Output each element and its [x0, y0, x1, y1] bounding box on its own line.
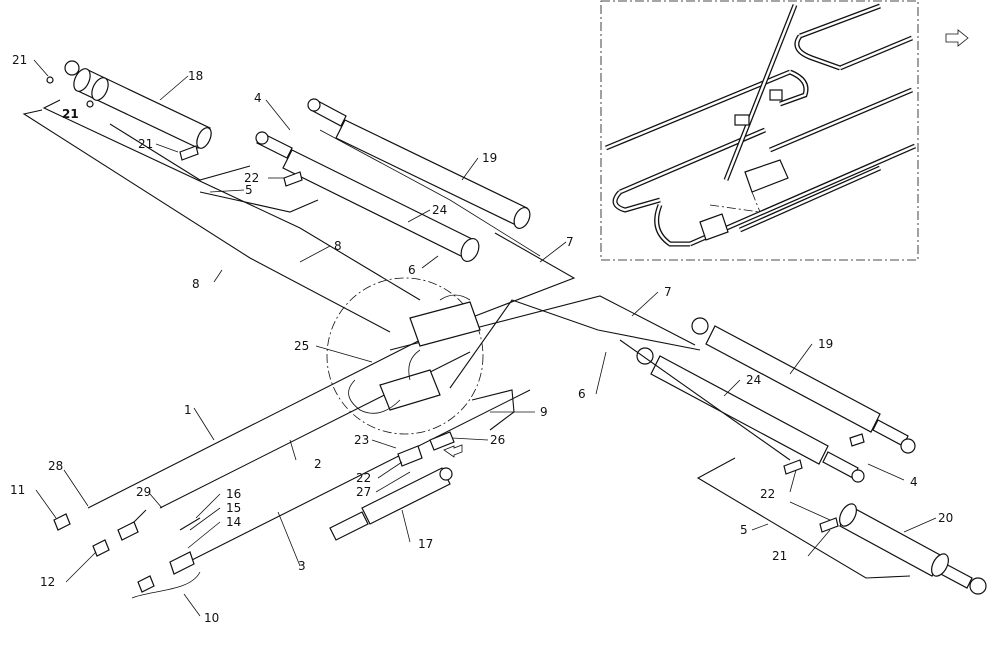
label-27: 27 [356, 485, 371, 499]
label-19: 19 [818, 337, 833, 351]
label-15: 15 [226, 501, 241, 515]
label-29: 29 [136, 485, 151, 499]
central-valve [348, 294, 481, 414]
label-6: 6 [578, 387, 586, 401]
label-18: 18 [188, 69, 203, 83]
label-8: 8 [334, 239, 342, 253]
label-7: 7 [664, 285, 672, 299]
label-4: 4 [254, 91, 262, 105]
label-5: 5 [245, 183, 253, 197]
part-labels: 21 21 18 4 21 22 5 19 24 7 8 6 8 25 1 9 … [10, 53, 953, 625]
label-21: 21 [62, 107, 79, 121]
detail-inset [600, 0, 919, 261]
label-25: 25 [294, 339, 309, 353]
label-5: 5 [740, 523, 748, 537]
label-9: 9 [540, 405, 548, 419]
cylinder-24-top [255, 131, 480, 262]
label-3: 3 [298, 559, 306, 573]
cylinder-18 [64, 60, 212, 149]
label-28: 28 [48, 459, 63, 473]
label-21: 21 [12, 53, 27, 67]
label-26: 26 [490, 433, 505, 447]
label-14: 14 [226, 515, 241, 529]
label-12: 12 [40, 575, 55, 589]
leader-lines [33, 59, 937, 617]
label-6: 6 [408, 263, 416, 277]
label-1: 1 [184, 403, 192, 417]
cylinder-19-top [307, 98, 531, 229]
label-21: 21 [772, 549, 787, 563]
label-22: 22 [356, 471, 371, 485]
cylinder-20 [839, 503, 987, 595]
label-20: 20 [938, 511, 953, 525]
label-17: 17 [418, 537, 433, 551]
cylinder-17 [329, 467, 453, 541]
label-19: 19 [482, 151, 497, 165]
label-4: 4 [910, 475, 918, 489]
arrow-icon [945, 29, 969, 47]
label-22: 22 [760, 487, 775, 501]
label-21: 21 [138, 137, 153, 151]
label-2: 2 [314, 457, 322, 471]
label-7: 7 [566, 235, 574, 249]
fittings [46, 76, 865, 593]
label-24: 24 [432, 203, 447, 217]
label-22: 22 [244, 171, 259, 185]
label-11: 11 [10, 483, 25, 497]
label-16: 16 [226, 487, 241, 501]
label-8: 8 [192, 277, 200, 291]
label-24: 24 [746, 373, 761, 387]
label-23: 23 [354, 433, 369, 447]
label-10: 10 [204, 611, 219, 625]
cylinder-19-right [691, 317, 916, 454]
